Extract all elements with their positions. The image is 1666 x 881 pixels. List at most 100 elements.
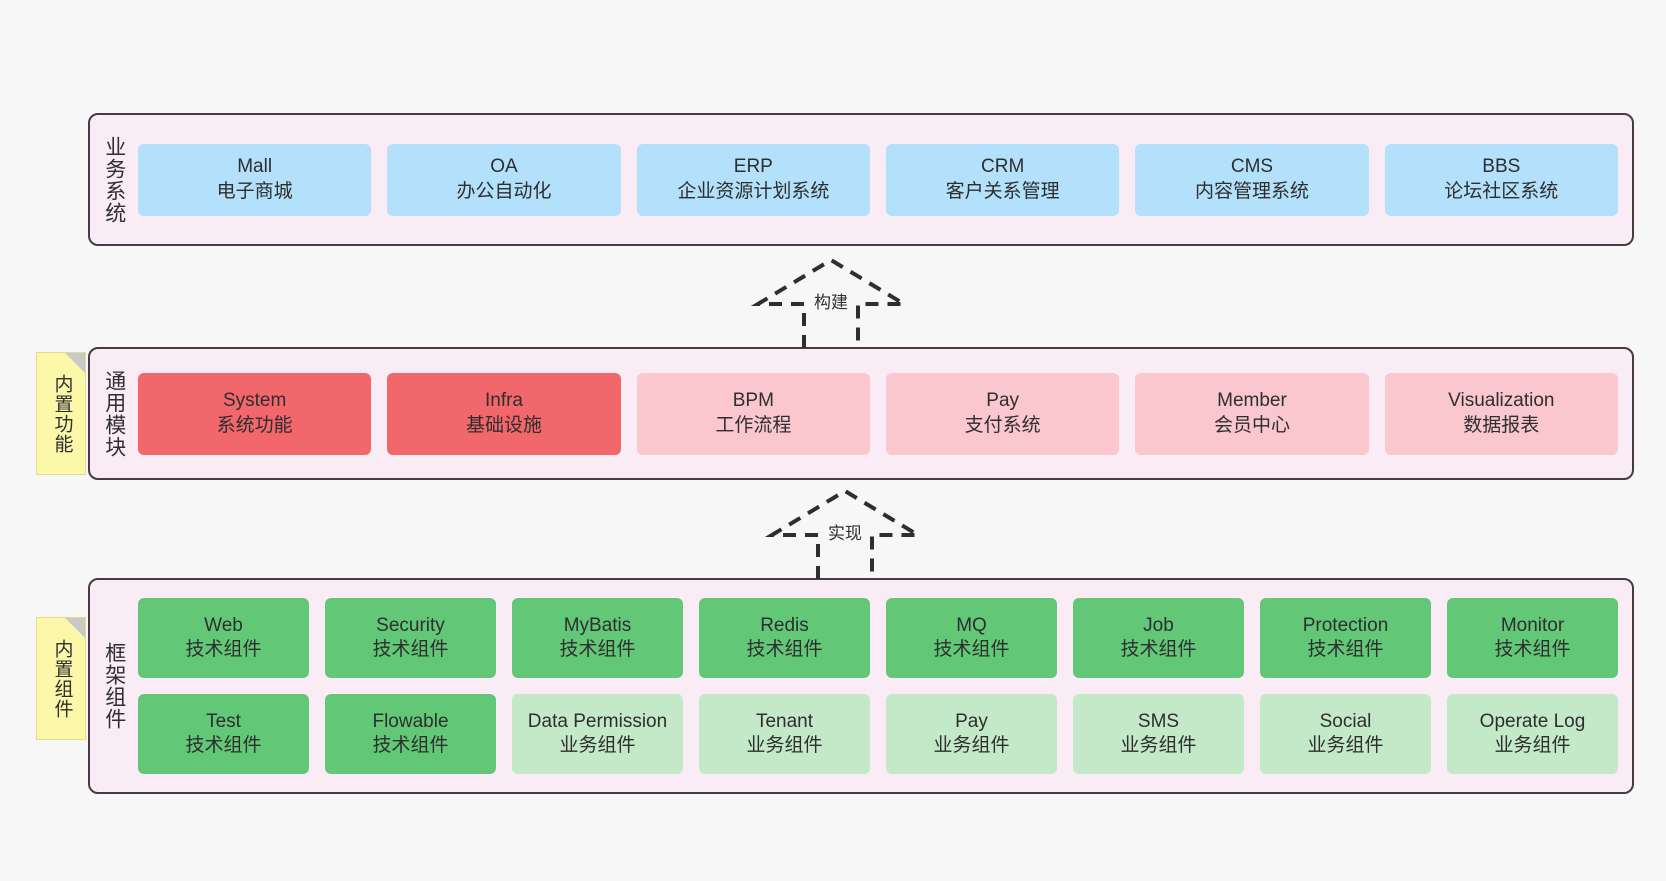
node-sms[interactable]: SMS 业务组件 bbox=[1073, 694, 1244, 774]
node-title-en: Pay bbox=[986, 390, 1020, 412]
node-title-cn: 技术组件 bbox=[746, 639, 823, 660]
node-title-cn: 企业资源计划系统 bbox=[677, 180, 830, 202]
layer-body-modules: System 系统功能 Infra 基础设施 BPM 工作流程 Pay 支付系统… bbox=[138, 349, 1632, 478]
node-bpm[interactable]: BPM 工作流程 bbox=[636, 372, 870, 455]
node-title-cn: 技术组件 bbox=[559, 639, 636, 660]
node-bbs[interactable]: BBS 论坛社区系统 bbox=[1384, 143, 1618, 216]
node-title-cn: 数据报表 bbox=[1463, 414, 1540, 436]
node-tenant[interactable]: Tenant 业务组件 bbox=[699, 694, 870, 774]
node-title-en: Member bbox=[1217, 390, 1287, 412]
node-crm[interactable]: CRM 客户关系管理 bbox=[885, 143, 1120, 216]
sticky-note-label: 内置组件 bbox=[51, 638, 73, 719]
node-title-en: Infra bbox=[484, 390, 523, 412]
node-infra[interactable]: Infra 基础设施 bbox=[387, 372, 621, 455]
layer-title-business: 业务系统 bbox=[102, 135, 126, 224]
layer-row: Web 技术组件 Security 技术组件 MyBatis 技术组件 Redi… bbox=[138, 598, 1618, 678]
node-title-cn: 工作流程 bbox=[715, 414, 792, 436]
node-flowable[interactable]: Flowable 技术组件 bbox=[325, 694, 496, 774]
node-redis[interactable]: Redis 技术组件 bbox=[699, 598, 870, 678]
node-test[interactable]: Test 技术组件 bbox=[138, 694, 309, 774]
node-title-en: Tenant bbox=[755, 710, 814, 732]
node-system[interactable]: System 系统功能 bbox=[138, 372, 372, 455]
node-title-en: Operate Log bbox=[1479, 710, 1586, 732]
node-pay-component[interactable]: Pay 业务组件 bbox=[886, 694, 1057, 774]
node-title-en: BPM bbox=[732, 390, 774, 412]
node-title-cn: 客户关系管理 bbox=[945, 180, 1060, 202]
node-title-cn: 业务组件 bbox=[746, 735, 823, 756]
node-member[interactable]: Member 会员中心 bbox=[1135, 372, 1369, 455]
layer-common-modules: 通用模块 System 系统功能 Infra 基础设施 BPM 工作流程 Pay… bbox=[88, 347, 1634, 480]
node-monitor[interactable]: Monitor 技术组件 bbox=[1447, 598, 1618, 678]
layer-framework-components: 框架组件 Web 技术组件 Security 技术组件 MyBatis 技术组件… bbox=[88, 578, 1634, 794]
node-title-en: OA bbox=[490, 156, 518, 178]
node-title-en: Flowable bbox=[372, 710, 449, 732]
node-social[interactable]: Social 业务组件 bbox=[1260, 694, 1431, 774]
node-title-cn: 业务组件 bbox=[1494, 735, 1571, 756]
node-title-cn: 电子商城 bbox=[216, 180, 293, 202]
node-title-cn: 业务组件 bbox=[1120, 735, 1197, 756]
node-data-permission[interactable]: Data Permission 业务组件 bbox=[512, 694, 683, 774]
node-erp[interactable]: ERP 企业资源计划系统 bbox=[636, 143, 870, 216]
sticky-note-builtin-functions: 内置功能 bbox=[36, 352, 86, 475]
node-title-cn: 论坛社区系统 bbox=[1444, 180, 1559, 202]
node-title-en: Pay bbox=[955, 710, 988, 732]
node-title-en: CMS bbox=[1230, 156, 1274, 178]
node-title-cn: 业务组件 bbox=[933, 735, 1010, 756]
node-title-en: Protection bbox=[1302, 614, 1389, 636]
node-title-cn: 技术组件 bbox=[372, 735, 449, 756]
node-pay-module[interactable]: Pay 支付系统 bbox=[885, 372, 1120, 455]
layer-body-business: Mall 电子商城 OA 办公自动化 ERP 企业资源计划系统 CRM 客户关系… bbox=[138, 115, 1632, 244]
node-mall[interactable]: Mall 电子商城 bbox=[138, 143, 372, 216]
node-title-cn: 技术组件 bbox=[1494, 639, 1571, 660]
node-title-cn: 技术组件 bbox=[1120, 639, 1197, 660]
node-title-en: Redis bbox=[760, 614, 809, 636]
node-title-en: Web bbox=[204, 614, 243, 636]
dashed-hollow-arrow-up-icon bbox=[764, 488, 926, 579]
node-title-en: ERP bbox=[733, 156, 773, 178]
layer-row: Mall 电子商城 OA 办公自动化 ERP 企业资源计划系统 CRM 客户关系… bbox=[138, 143, 1618, 216]
node-title-en: Visualization bbox=[1448, 390, 1555, 412]
layer-row: Test 技术组件 Flowable 技术组件 Data Permission … bbox=[138, 694, 1618, 774]
node-title-cn: 业务组件 bbox=[559, 735, 636, 756]
node-mq[interactable]: MQ 技术组件 bbox=[886, 598, 1057, 678]
node-title-en: MQ bbox=[956, 614, 987, 636]
node-title-cn: 技术组件 bbox=[933, 639, 1010, 660]
node-title-en: Job bbox=[1143, 614, 1174, 636]
layer-business-systems: 业务系统 Mall 电子商城 OA 办公自动化 ERP 企业资源计划系统 CRM… bbox=[88, 113, 1634, 246]
node-title-en: Social bbox=[1319, 710, 1372, 732]
node-oa[interactable]: OA 办公自动化 bbox=[387, 143, 621, 216]
sticky-note-builtin-components: 内置组件 bbox=[36, 617, 86, 740]
connector-build-label: 构建 bbox=[812, 293, 850, 312]
layer-body-framework: Web 技术组件 Security 技术组件 MyBatis 技术组件 Redi… bbox=[138, 580, 1632, 792]
node-operate-log[interactable]: Operate Log 业务组件 bbox=[1447, 694, 1618, 774]
node-title-cn: 技术组件 bbox=[1307, 639, 1384, 660]
node-title-cn: 业务组件 bbox=[1307, 735, 1384, 756]
node-title-en: System bbox=[222, 390, 287, 412]
dashed-hollow-arrow-up-icon bbox=[750, 257, 912, 348]
layer-title-modules: 通用模块 bbox=[102, 369, 126, 458]
node-title-en: Test bbox=[206, 710, 241, 732]
node-title-cn: 内容管理系统 bbox=[1194, 180, 1309, 202]
node-visualization[interactable]: Visualization 数据报表 bbox=[1384, 372, 1618, 455]
node-title-cn: 技术组件 bbox=[372, 639, 449, 660]
node-title-en: CRM bbox=[981, 156, 1025, 178]
node-mybatis[interactable]: MyBatis 技术组件 bbox=[512, 598, 683, 678]
node-job[interactable]: Job 技术组件 bbox=[1073, 598, 1244, 678]
node-cms[interactable]: CMS 内容管理系统 bbox=[1135, 143, 1369, 216]
node-title-en: Data Permission bbox=[527, 710, 668, 732]
node-web[interactable]: Web 技术组件 bbox=[138, 598, 309, 678]
node-title-en: MyBatis bbox=[563, 614, 632, 636]
node-title-en: Security bbox=[376, 614, 445, 636]
node-security[interactable]: Security 技术组件 bbox=[325, 598, 496, 678]
node-title-cn: 系统功能 bbox=[216, 414, 293, 436]
node-title-cn: 基础设施 bbox=[465, 414, 542, 436]
connector-build: 构建 bbox=[750, 257, 912, 348]
node-title-cn: 会员中心 bbox=[1213, 414, 1290, 436]
connector-implement-label: 实现 bbox=[826, 524, 864, 543]
node-title-en: Mall bbox=[237, 156, 273, 178]
node-title-cn: 支付系统 bbox=[964, 414, 1041, 436]
connector-implement: 实现 bbox=[764, 488, 926, 579]
node-protection[interactable]: Protection 技术组件 bbox=[1260, 598, 1431, 678]
sticky-note-label: 内置功能 bbox=[51, 373, 73, 454]
